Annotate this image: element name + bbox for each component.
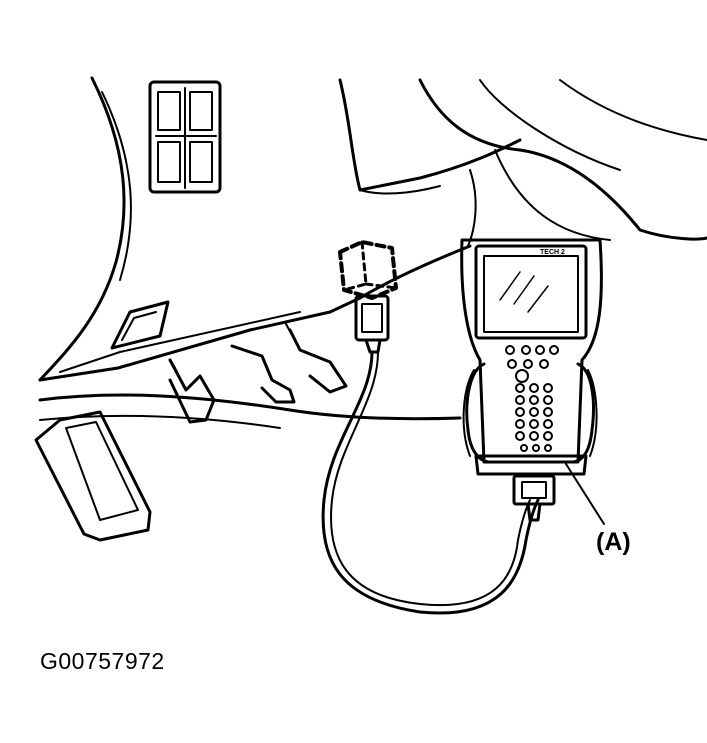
- pedals-icon: [34, 323, 462, 542]
- callout-label: (A): [596, 528, 631, 556]
- scan-tool-brand-label: TECH 2: [540, 249, 565, 256]
- cable-icon: [321, 350, 540, 615]
- connector-icon: [338, 240, 398, 354]
- callout-leader: [565, 463, 605, 525]
- dashboard-icon: [38, 76, 707, 382]
- figure-id: G00757972: [40, 648, 165, 674]
- scan-tool-icon: TECH 2: [460, 238, 603, 522]
- keypad-icon: [505, 345, 559, 452]
